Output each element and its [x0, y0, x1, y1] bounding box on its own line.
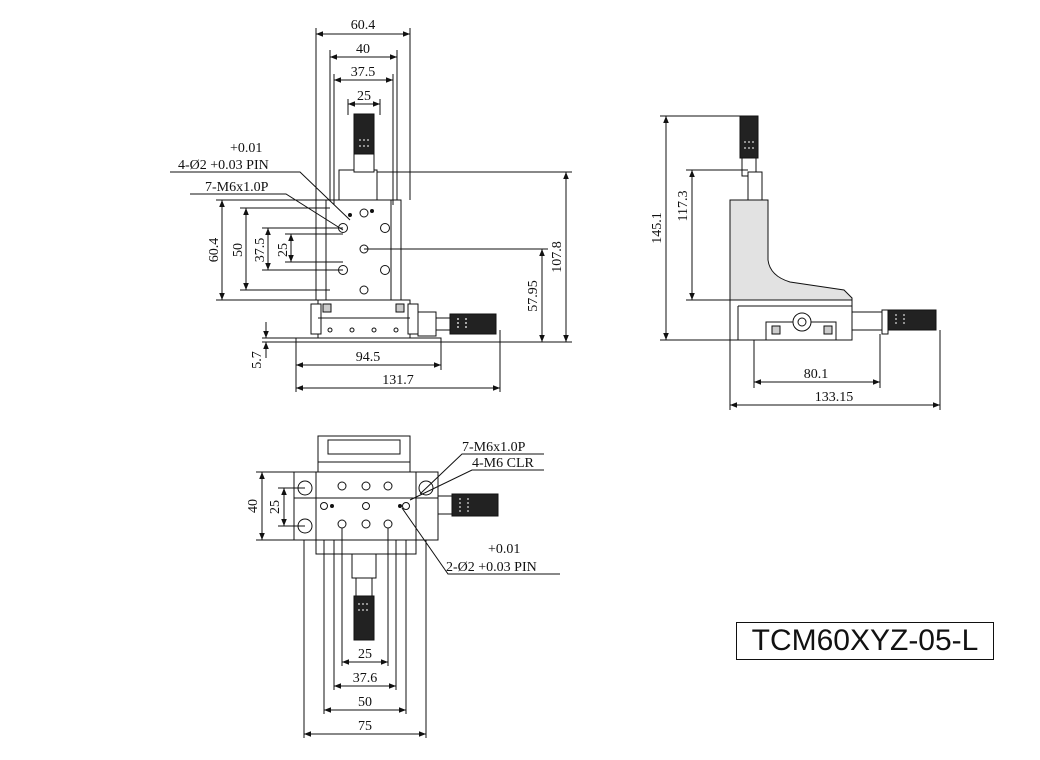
side-dim-145-1: 145.1	[650, 212, 665, 244]
top-view	[256, 435, 560, 738]
top-micrometer-x	[451, 493, 499, 517]
front-dim-60-4-left: 60.4	[207, 238, 222, 263]
top-dim-50: 50	[358, 695, 372, 710]
side-bracket	[729, 199, 853, 301]
front-tol-plus: +0.01	[230, 141, 262, 156]
front-dim-50: 50	[231, 243, 246, 257]
front-dim-107-8: 107.8	[550, 241, 565, 273]
front-view	[170, 28, 572, 392]
front-dim-60-4-top: 60.4	[351, 18, 376, 33]
top-stage-plate	[293, 497, 439, 541]
front-micrometer-x	[449, 313, 497, 335]
top-dim-75: 75	[358, 719, 372, 734]
side-micrometer-z	[739, 115, 759, 159]
top-dim-25: 25	[358, 647, 372, 662]
front-dim-25: 25	[357, 89, 371, 104]
front-dim-131-7: 131.7	[382, 373, 414, 388]
front-dim-37-5: 37.5	[351, 65, 376, 80]
top-dim-25-left: 25	[268, 500, 283, 514]
top-dim-40: 40	[246, 499, 261, 513]
top-pin-callout: 2-Ø2 +0.03 PIN	[446, 560, 537, 575]
side-dim-133-15: 133.15	[815, 390, 854, 405]
top-tol-plus: +0.01	[488, 542, 520, 557]
top-clr-callout: 4-M6 CLR	[472, 456, 535, 471]
front-z-plate	[338, 169, 378, 201]
top-dim-37-6: 37.6	[353, 671, 378, 686]
front-stage-body	[315, 199, 402, 301]
top-thread-callout: 7-M6x1.0P	[462, 440, 526, 455]
side-micrometer-y	[887, 309, 937, 331]
front-dim-37-5-left: 37.5	[253, 238, 268, 263]
side-dim-80-1: 80.1	[804, 367, 829, 382]
front-dim-25-left: 25	[276, 243, 291, 257]
model-title: TCM60XYZ-05-L	[736, 622, 994, 660]
side-view	[660, 115, 941, 410]
front-dim-40: 40	[356, 42, 370, 57]
front-dim-94-5: 94.5	[356, 350, 381, 365]
front-thread-callout: 7-M6x1.0P	[205, 180, 269, 195]
front-dim-57-95: 57.95	[526, 280, 541, 312]
side-dim-117-3: 117.3	[676, 191, 691, 222]
top-micrometer-y	[353, 595, 375, 641]
front-pin-callout: 4-Ø2 +0.03 PIN	[178, 158, 269, 173]
front-micrometer-z	[353, 113, 375, 155]
front-dim-5-7: 5.7	[250, 351, 265, 369]
